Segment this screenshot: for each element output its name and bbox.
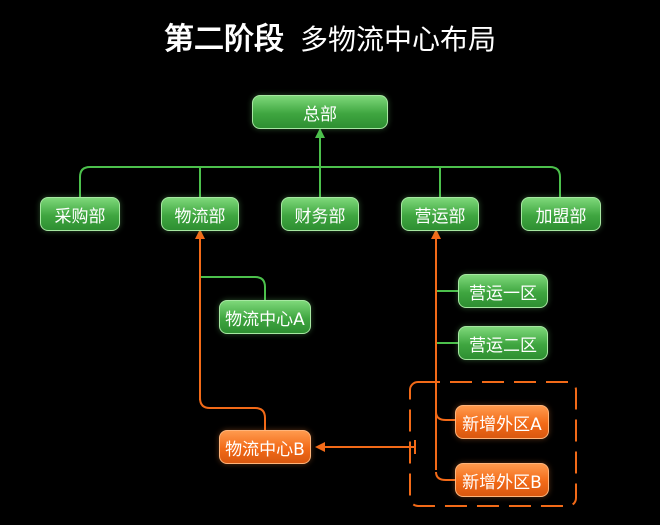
link-new-zone-a — [435, 411, 458, 421]
node-logistics: 物流部 — [161, 197, 239, 231]
node-logistics-center-b: 物流中心B — [219, 430, 311, 464]
link-purchasing-to-hq — [79, 166, 320, 197]
node-purchasing: 采购部 — [40, 197, 120, 231]
link-center-b-to-logistics — [199, 397, 266, 430]
new-zones-dashed-group — [409, 381, 577, 507]
node-finance: 财务部 — [281, 197, 359, 231]
page-title: 第二阶段多物流中心布局 — [0, 14, 660, 58]
node-logistics-center-a: 物流中心A — [219, 300, 311, 334]
link-new-zone-b — [435, 471, 458, 481]
node-new-zone-a: 新增外区A — [455, 405, 549, 439]
link-franchise-to-hq — [320, 166, 561, 197]
title-stage: 第二阶段 — [163, 22, 284, 57]
node-franchise: 加盟部 — [521, 197, 601, 231]
node-new-zone-b: 新增外区B — [455, 463, 549, 497]
node-ops-zone2: 营运二区 — [458, 326, 548, 360]
node-ops-zone1: 营运一区 — [458, 274, 548, 308]
link-center-a-to-logistics — [200, 276, 266, 307]
title-subtitle: 多物流中心布局 — [299, 23, 496, 56]
node-hq: 总部 — [252, 95, 388, 129]
node-operations: 营运部 — [401, 197, 479, 231]
